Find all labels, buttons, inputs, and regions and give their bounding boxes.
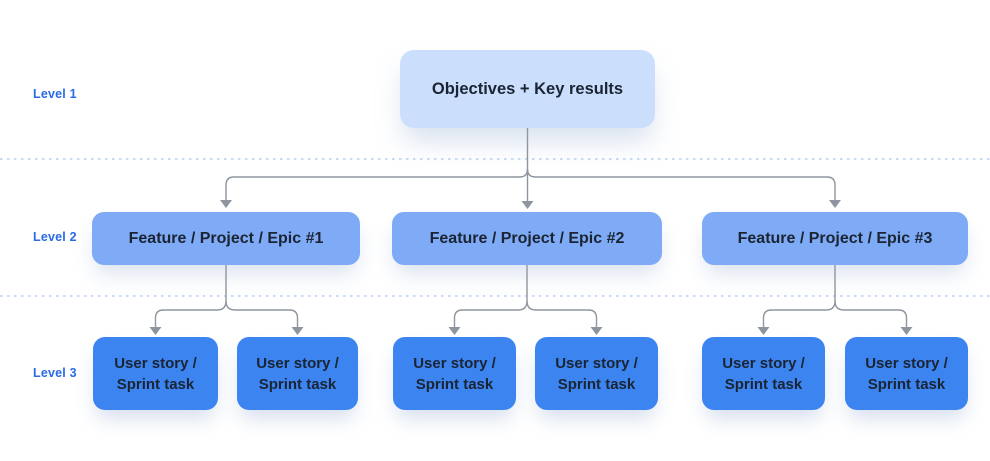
node-user-story-2: User story / Sprint task (237, 337, 358, 410)
node-label: Feature / Project / Epic #2 (429, 229, 625, 247)
connector-epic2-left (453, 300, 528, 327)
node-label: User story / Sprint task (722, 354, 805, 393)
level-divider-1 (0, 158, 990, 160)
node-label: Feature / Project / Epic #3 (737, 229, 933, 247)
arrowhead-icon (900, 327, 913, 335)
connector-l1-right (526, 168, 836, 200)
connector-epic1-left (154, 300, 227, 327)
connector-epic2-right (526, 300, 598, 327)
arrowhead-icon (757, 327, 770, 335)
level-3-label: Level 3 (33, 366, 77, 380)
node-objectives-key-results: Objectives + Key results (400, 50, 655, 128)
node-label: Objectives + Key results (431, 79, 624, 98)
node-user-story-4: User story / Sprint task (535, 337, 658, 410)
node-user-story-5: User story / Sprint task (702, 337, 825, 410)
level-divider-2 (0, 295, 990, 297)
node-label: User story / Sprint task (114, 354, 197, 393)
node-label: Feature / Project / Epic #1 (128, 229, 324, 247)
node-epic-1: Feature / Project / Epic #1 (92, 212, 360, 265)
node-label: User story / Sprint task (256, 354, 339, 393)
arrowhead-icon (521, 201, 534, 209)
connector-epic3-left (762, 300, 836, 327)
node-epic-2: Feature / Project / Epic #2 (392, 212, 662, 265)
arrowhead-icon (448, 327, 461, 335)
node-user-story-1: User story / Sprint task (93, 337, 218, 410)
level-2-label: Level 2 (33, 230, 77, 244)
arrowhead-icon (590, 327, 603, 335)
node-label: User story / Sprint task (413, 354, 496, 393)
node-user-story-6: User story / Sprint task (845, 337, 968, 410)
connector-epic1-right (225, 300, 299, 327)
node-label: User story / Sprint task (865, 354, 948, 393)
arrowhead-icon (829, 200, 841, 208)
node-label: User story / Sprint task (555, 354, 638, 393)
arrowhead-icon (149, 327, 162, 335)
node-epic-3: Feature / Project / Epic #3 (702, 212, 968, 265)
level-1-label: Level 1 (33, 87, 77, 101)
node-user-story-3: User story / Sprint task (393, 337, 516, 410)
connector-epic3-right (834, 300, 908, 327)
arrowhead-icon (220, 200, 232, 208)
connector-l1-left (225, 168, 529, 200)
arrowhead-icon (291, 327, 304, 335)
